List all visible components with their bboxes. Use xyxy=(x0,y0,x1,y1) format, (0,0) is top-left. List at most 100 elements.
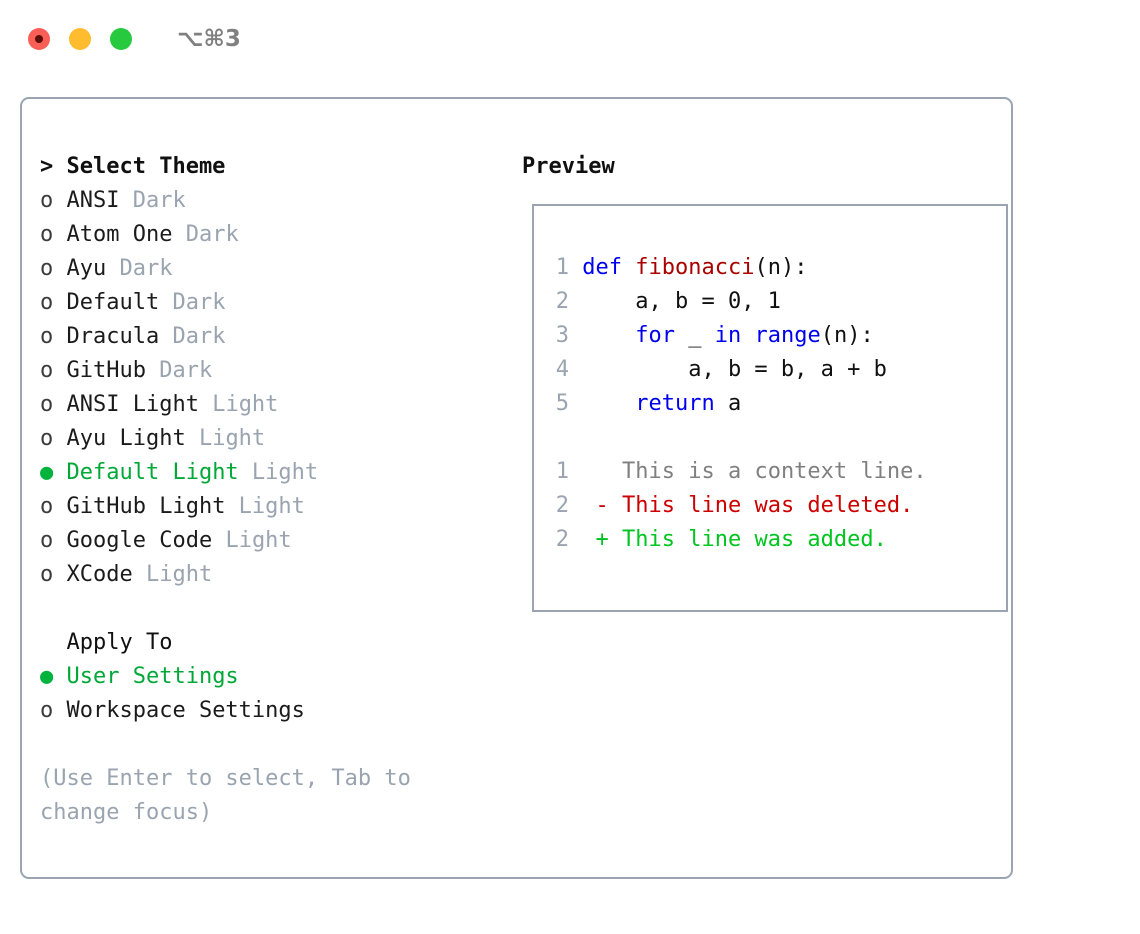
minimize-button[interactable] xyxy=(69,28,91,50)
radio-empty-icon: o xyxy=(40,392,54,417)
radio-empty-icon: o xyxy=(40,494,54,519)
theme-list-item[interactable]: o GitHub Light Light xyxy=(40,490,480,524)
code-line: 1 def fibonacci(n): xyxy=(547,251,927,285)
keyboard-shortcut-label: ⌥⌘3 xyxy=(177,25,241,52)
diff-line: 2 + This line was added. xyxy=(547,523,927,557)
line-number: 2 xyxy=(555,493,569,518)
line-number: 2 xyxy=(555,289,569,314)
apply-to-label: User Settings xyxy=(53,664,239,689)
close-button[interactable] xyxy=(28,28,50,50)
diff-marker: - xyxy=(595,493,622,518)
theme-name-label: Dracula xyxy=(53,324,160,349)
code-line: 5 return a xyxy=(547,387,927,421)
radio-empty-icon: o xyxy=(40,528,54,553)
theme-variant-label: Dark xyxy=(145,358,213,383)
apply-to-label: Workspace Settings xyxy=(53,698,305,723)
diff-line: 1 This is a context line. xyxy=(547,455,927,489)
window-controls xyxy=(28,28,132,50)
diff-marker xyxy=(596,459,623,484)
theme-variant-label: Light xyxy=(212,528,292,553)
diff-marker: + xyxy=(595,527,622,552)
code-token: _ xyxy=(674,323,715,348)
radio-empty-icon: o xyxy=(40,188,54,213)
code-token: a, b = 0, 1 xyxy=(582,289,781,314)
radio-empty-icon: o xyxy=(40,358,54,383)
hint-spacer xyxy=(40,728,480,762)
line-number: 2 xyxy=(555,527,569,552)
preview-column: Preview 1 def fibonacci(n):2 a, b = 0, 1… xyxy=(503,150,1008,612)
theme-name-label: Google Code xyxy=(53,528,213,553)
code-line: 4 a, b = b, a + b xyxy=(547,353,927,387)
code-token xyxy=(582,391,635,416)
theme-name-label: Default xyxy=(53,290,160,315)
theme-variant-label: Dark xyxy=(106,256,173,281)
line-number: 4 xyxy=(555,357,569,382)
line-number: 1 xyxy=(555,255,569,280)
theme-variant-label: Light xyxy=(132,562,213,587)
theme-list-item[interactable]: o GitHub Dark xyxy=(40,354,480,388)
apply-to-item[interactable]: o Workspace Settings xyxy=(40,694,480,728)
theme-name-label: Default Light xyxy=(53,460,239,485)
code-line: 3 for _ in range(n): xyxy=(547,319,927,353)
apply-to-header: Apply To xyxy=(40,630,173,655)
theme-name-label: ANSI xyxy=(53,188,120,213)
theme-variant-label: Dark xyxy=(172,222,239,247)
diff-text: This is a context line. xyxy=(622,459,927,484)
theme-list-item[interactable]: o Default Dark xyxy=(40,286,480,320)
theme-variant-label: Light xyxy=(238,460,319,485)
theme-name-label: ANSI Light xyxy=(53,392,199,417)
keyboard-hint-text: (Use Enter to select, Tab to change focu… xyxy=(40,766,425,825)
maximize-button[interactable] xyxy=(110,28,132,50)
theme-list-item[interactable]: ● Default Light Light xyxy=(40,456,480,490)
code-token: return xyxy=(635,391,715,416)
radio-empty-icon: o xyxy=(40,698,54,723)
theme-list-item[interactable]: o XCode Light xyxy=(40,558,480,592)
radio-empty-icon: o xyxy=(40,324,54,349)
theme-name-label: GitHub Light xyxy=(53,494,226,519)
radio-selected-icon: ● xyxy=(40,460,54,485)
code-token: (n): xyxy=(754,255,808,280)
theme-list-item[interactable]: o ANSI Light Light xyxy=(40,388,480,422)
theme-list-item[interactable]: o Ayu Light Light xyxy=(40,422,480,456)
code-line: 2 a, b = 0, 1 xyxy=(547,285,927,319)
theme-variant-label: Light xyxy=(185,426,266,451)
diff-text: This line was deleted. xyxy=(622,493,914,518)
theme-name-label: XCode xyxy=(53,562,133,587)
code-token: fibonacci xyxy=(635,255,755,280)
theme-variant-label: Dark xyxy=(159,324,226,349)
theme-list-item[interactable]: o Atom One Dark xyxy=(40,218,480,252)
list-spacer xyxy=(40,592,480,626)
radio-empty-icon: o xyxy=(40,562,54,587)
theme-variant-label: Dark xyxy=(119,188,186,213)
theme-list-item[interactable]: o Ayu Dark xyxy=(40,252,480,286)
line-number: 5 xyxy=(555,391,569,416)
code-token: def xyxy=(582,255,636,280)
theme-name-label: GitHub xyxy=(53,358,146,383)
code-token: in xyxy=(714,323,742,348)
theme-variant-label: Light xyxy=(225,494,305,519)
radio-empty-icon: o xyxy=(40,290,54,315)
theme-list-item[interactable]: o ANSI Dark xyxy=(40,184,480,218)
code-token: a, b = b, a + b xyxy=(582,357,887,382)
select-theme-header: > Select Theme xyxy=(40,154,226,179)
theme-list-item[interactable]: o Google Code Light xyxy=(40,524,480,558)
diff-line: 2 - This line was deleted. xyxy=(547,489,927,523)
theme-name-label: Atom One xyxy=(53,222,173,247)
radio-empty-icon: o xyxy=(40,426,54,451)
apply-to-item[interactable]: ● User Settings xyxy=(40,660,480,694)
theme-variant-label: Light xyxy=(198,392,279,417)
theme-list-item[interactable]: o Dracula Dark xyxy=(40,320,480,354)
preview-header: Preview xyxy=(522,154,615,179)
code-token: (n): xyxy=(820,323,874,348)
code-token xyxy=(741,323,754,348)
code-token xyxy=(582,323,635,348)
radio-selected-icon: ● xyxy=(40,664,54,689)
radio-empty-icon: o xyxy=(40,256,54,281)
theme-name-label: Ayu Light xyxy=(53,426,186,451)
